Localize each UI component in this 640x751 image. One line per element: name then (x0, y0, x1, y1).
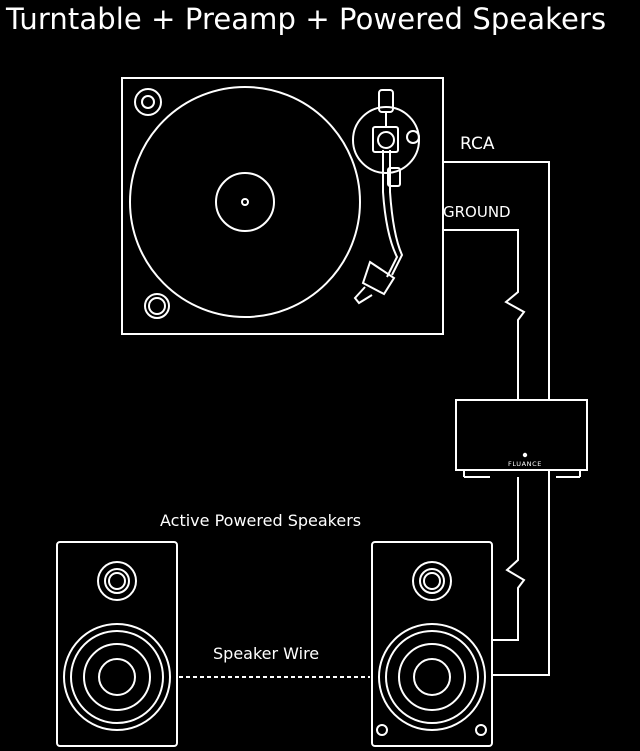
tonearm (382, 150, 399, 278)
left-speaker (56, 541, 178, 747)
spindle (241, 198, 249, 206)
preamp (455, 399, 588, 478)
right-tweeter (412, 561, 452, 601)
left-woofer (63, 623, 171, 731)
speaker-wire-label: Speaker Wire (213, 644, 319, 663)
platter (129, 86, 361, 318)
preamp-brand: FLUANCE (508, 460, 542, 468)
rca-label: RCA (460, 134, 495, 154)
speakers-label: Active Powered Speakers (160, 511, 361, 530)
arm-rest (387, 167, 401, 187)
right-woofer (378, 623, 486, 731)
record-label (215, 172, 275, 232)
ground-cable (443, 229, 526, 400)
ground-label: GROUND (443, 203, 511, 221)
turntable (121, 77, 444, 335)
left-tweeter (97, 561, 137, 601)
preamp-output-cable (492, 477, 526, 641)
headshell (361, 260, 396, 296)
diagram-title: Turntable + Preamp + Powered Speakers (6, 2, 607, 36)
counterweight (378, 89, 394, 113)
right-speaker (371, 541, 493, 747)
